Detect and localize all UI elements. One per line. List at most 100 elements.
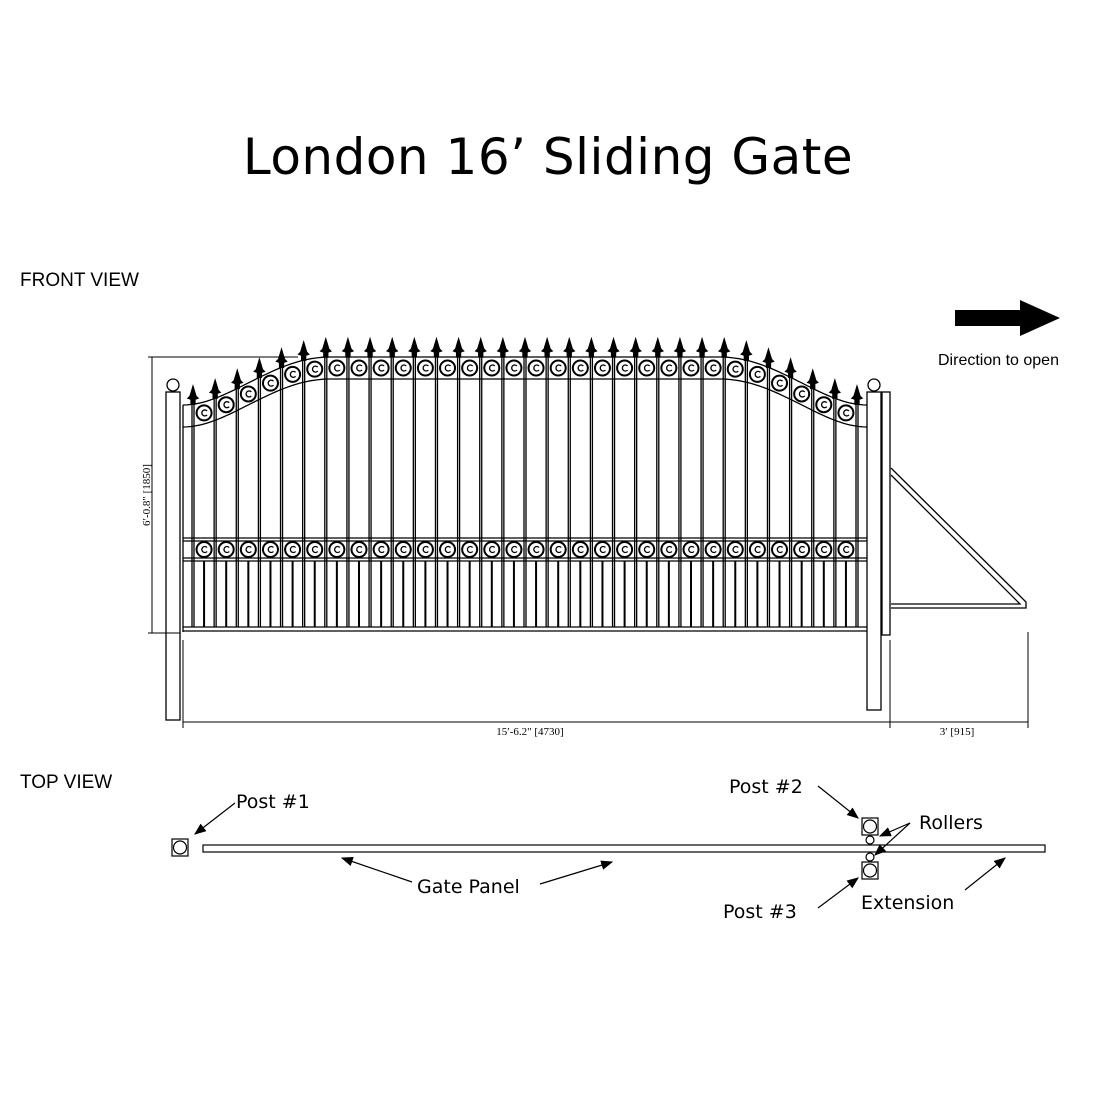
scroll-curl	[289, 370, 297, 378]
scroll-middle	[593, 541, 611, 558]
scroll-curl	[511, 545, 518, 554]
scroll-top	[416, 359, 434, 377]
scroll-top	[771, 374, 789, 392]
scroll-top	[527, 359, 545, 377]
scroll-middle	[261, 541, 279, 558]
scroll-top	[261, 374, 279, 392]
scroll-curl	[289, 545, 297, 554]
scroll-curl	[444, 545, 452, 554]
scroll-top	[638, 359, 656, 377]
scroll-curl	[378, 364, 385, 372]
scroll-curl	[599, 364, 606, 372]
spear-finial	[474, 336, 487, 358]
scroll-curl	[754, 370, 761, 378]
scroll-curl	[245, 390, 252, 398]
spear-finial	[717, 336, 731, 358]
scroll-curl	[444, 364, 452, 372]
scroll-curl	[666, 364, 673, 372]
scroll-middle	[195, 541, 213, 558]
spear-finial	[806, 368, 819, 390]
scroll-curl	[820, 545, 828, 554]
scroll-middle	[505, 541, 523, 558]
scroll-middle	[328, 541, 346, 558]
scroll-curl	[334, 545, 341, 554]
scroll-curl	[466, 364, 474, 372]
right-arrow-icon	[955, 300, 1060, 336]
scroll-curl	[555, 545, 562, 554]
scroll-curl	[378, 545, 385, 554]
scroll-curl	[798, 390, 806, 398]
scroll-middle	[571, 541, 589, 558]
spear-finial	[673, 336, 687, 358]
scroll-curl	[688, 545, 695, 554]
spear-finial	[740, 339, 753, 361]
scroll-top	[217, 396, 235, 414]
scroll-curl	[245, 545, 252, 554]
scroll-curl	[621, 364, 629, 372]
scroll-curl	[488, 364, 496, 372]
scroll-top	[328, 359, 346, 377]
extension-dimension: 3′ [915]	[940, 726, 974, 738]
scroll-curl	[400, 545, 407, 554]
scroll-curl	[798, 545, 806, 554]
scroll-curl	[643, 364, 651, 372]
scroll-curl	[267, 379, 274, 387]
scroll-middle	[439, 541, 457, 558]
scroll-curl	[466, 545, 474, 554]
spear-finial	[651, 336, 665, 358]
direction-label: Direction to open	[938, 352, 1059, 369]
scroll-top	[815, 396, 833, 414]
right-post	[866, 391, 882, 711]
scroll-top	[660, 359, 678, 377]
scroll-middle	[372, 541, 390, 558]
front-view-label: FRONT VIEW	[20, 270, 139, 291]
scroll-top	[195, 404, 213, 422]
scroll-top	[239, 385, 257, 403]
scroll-middle	[239, 541, 257, 558]
spear-finial	[629, 336, 642, 358]
scroll-curl	[621, 545, 629, 554]
scroll-middle	[682, 541, 700, 558]
roller-bottom	[865, 852, 875, 862]
gate-end-stile	[881, 391, 891, 636]
scroll-middle	[660, 541, 678, 558]
scroll-top	[439, 359, 457, 377]
spear-finial	[231, 368, 244, 390]
scroll-middle	[549, 541, 567, 558]
spear-finial	[363, 336, 377, 358]
scroll-curl	[422, 545, 429, 554]
left-post	[165, 391, 181, 721]
front-view-gate	[182, 336, 868, 632]
height-dimension: 6′-0.8" [1850]	[141, 464, 153, 526]
left-post-cap	[166, 378, 180, 392]
scroll-curl	[334, 364, 341, 372]
extension-label: Extension	[861, 892, 954, 914]
rollers-label: Rollers	[919, 812, 983, 834]
scroll-middle	[306, 541, 324, 558]
spear-finial	[275, 347, 288, 369]
spear-finial	[186, 383, 200, 405]
spear-finial	[319, 336, 333, 358]
scroll-curl	[666, 545, 673, 554]
spear-finial	[496, 336, 510, 358]
spear-finial	[452, 336, 465, 358]
scroll-middle	[217, 541, 235, 558]
scroll-curl	[577, 364, 584, 372]
spear-finial	[850, 383, 864, 405]
scroll-middle	[461, 541, 479, 558]
page-title: London 16’ Sliding Gate	[242, 128, 854, 186]
scroll-curl	[201, 409, 208, 417]
width-dimension: 15′-6.2" [4730]	[496, 726, 563, 738]
spear-finial	[430, 336, 443, 358]
top-rail-lower	[182, 378, 868, 428]
spear-finial	[540, 336, 554, 358]
scroll-top	[726, 360, 744, 378]
scroll-curl	[710, 545, 717, 554]
scroll-middle	[815, 541, 833, 558]
post-2-label: Post #2	[729, 776, 803, 798]
scroll-top	[394, 359, 412, 377]
scroll-middle	[704, 541, 722, 558]
scroll-middle	[284, 541, 302, 558]
spear-finial	[408, 336, 421, 358]
